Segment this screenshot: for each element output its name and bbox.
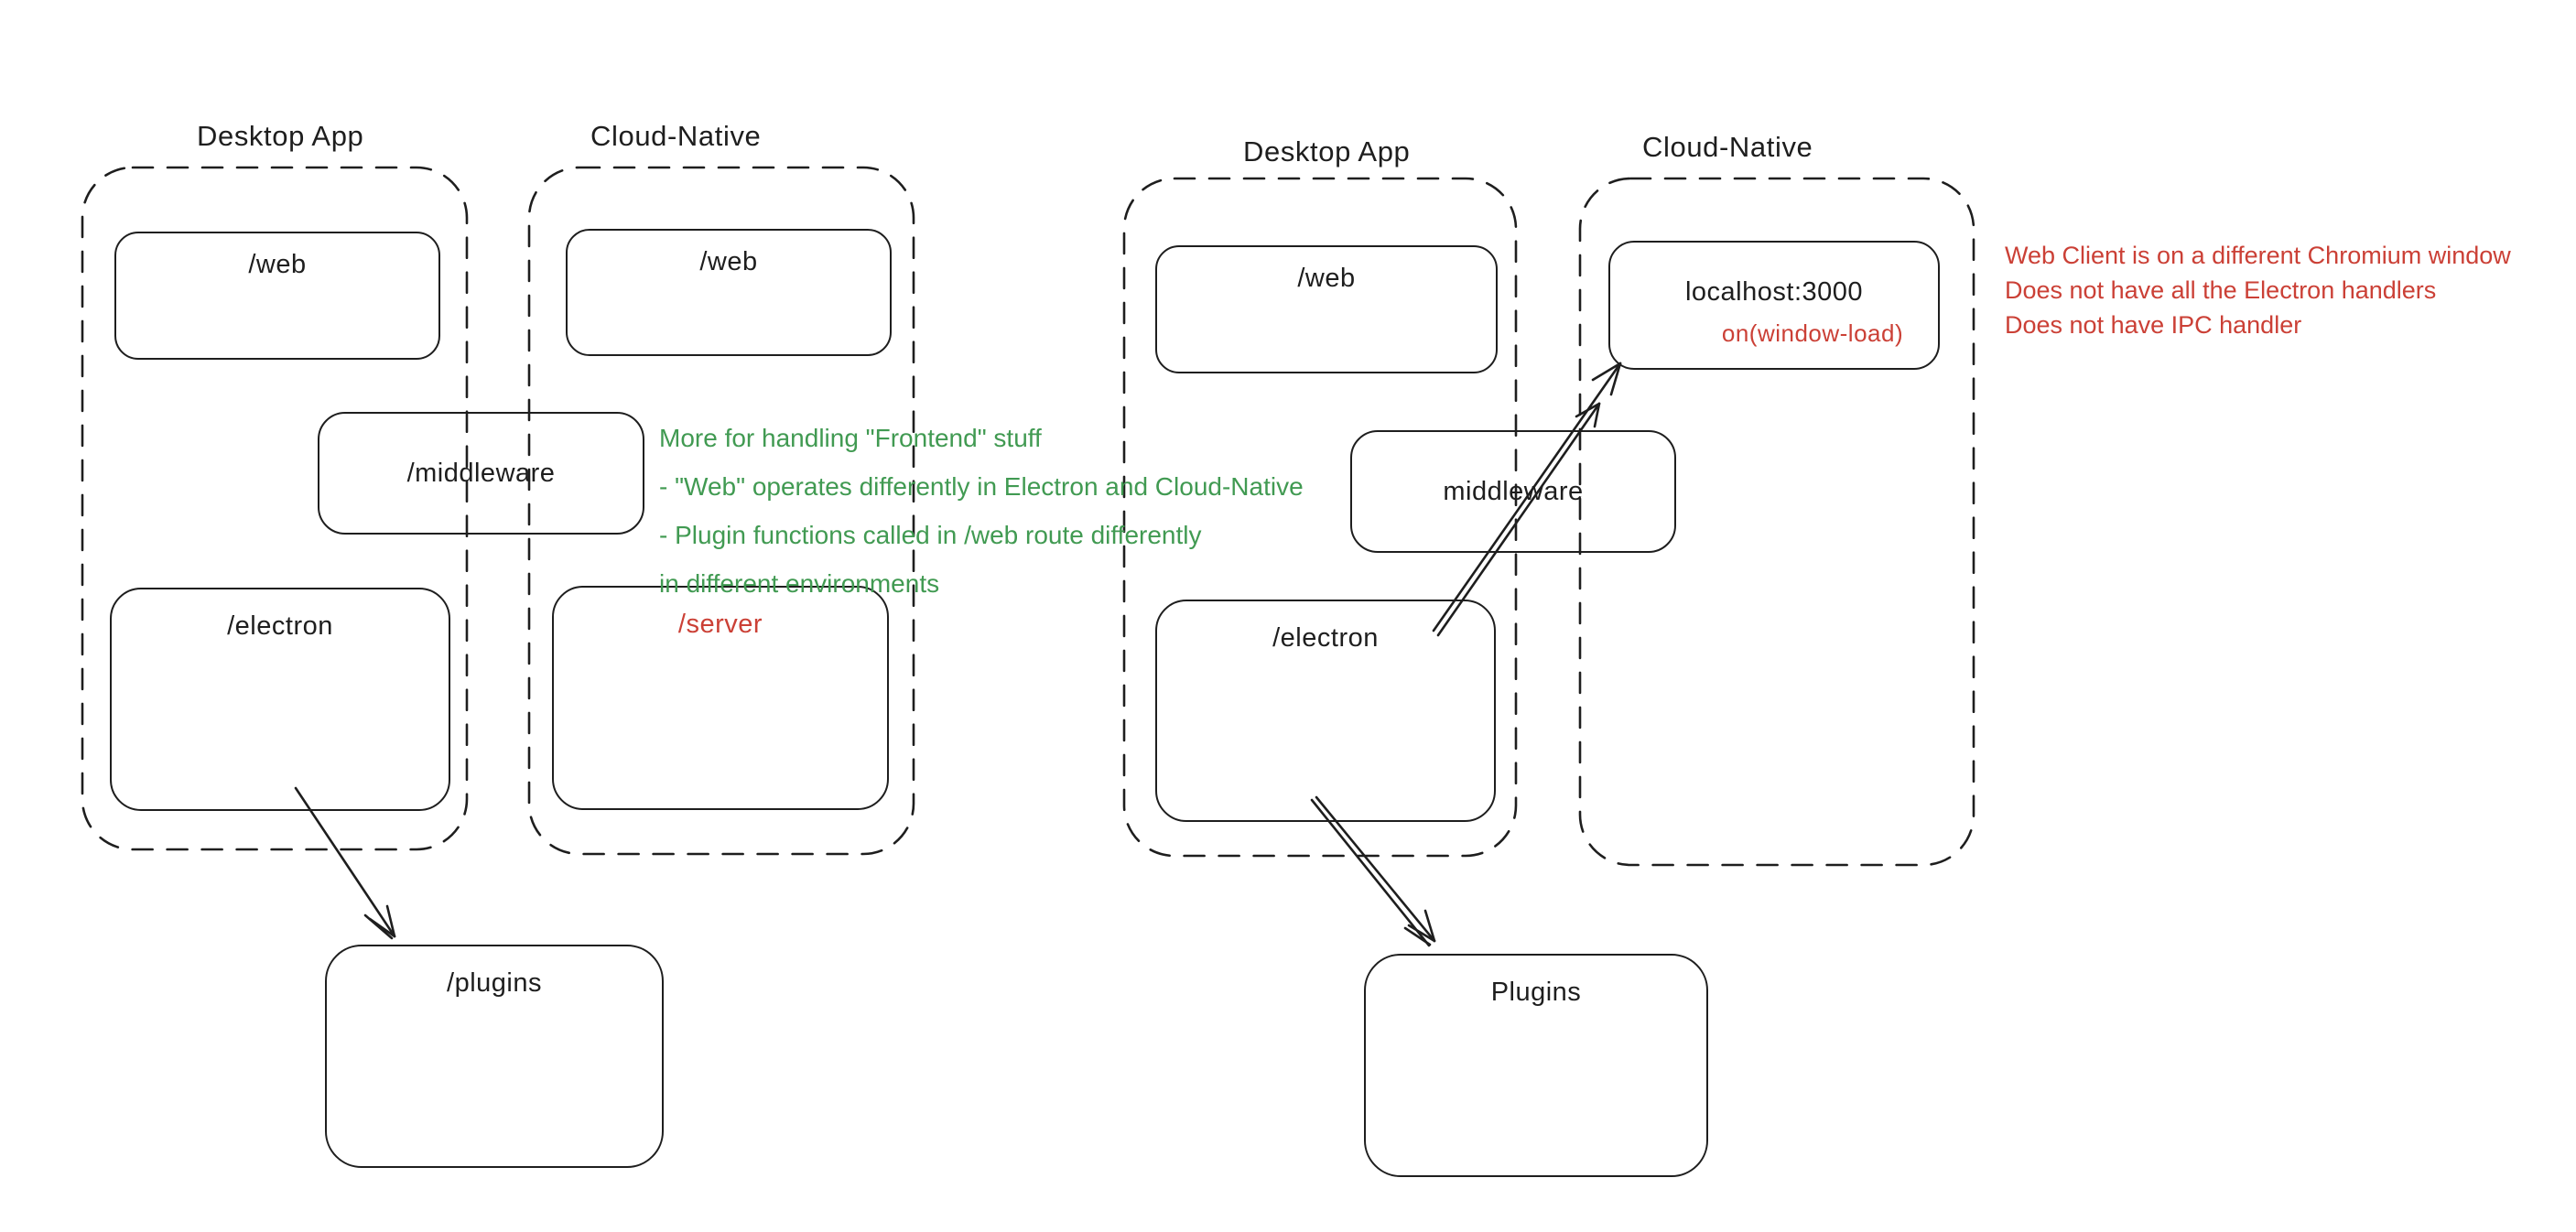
right-web-box: /web [1155,245,1498,373]
green-note: More for handling "Frontend" stuff - "We… [659,414,1304,608]
right-localhost-box: localhost:3000 on(window-load) [1608,241,1940,370]
right-plugins-box: Plugins [1364,954,1708,1177]
right-cloud-label: Cloud-Native [1642,131,1813,163]
red-note-line: Web Client is on a different Chromium wi… [2005,242,2511,269]
green-note-line: More for handling "Frontend" stuff [659,424,1042,452]
green-note-line: - Plugin functions called in /web route … [659,521,1202,549]
left-middleware-label: /middleware [406,458,556,488]
red-note-line: Does not have all the Electron handlers [2005,276,2437,304]
right-desktop-label: Desktop App [1243,135,1411,168]
left-server-label: /server [677,610,763,639]
left-cloud-container [527,166,915,856]
left-desktop-container [81,166,469,851]
left-plugins-label: /plugins [447,968,542,998]
green-note-line: - "Web" operates differently in Electron… [659,472,1304,501]
right-window-load-label: on(window-load) [1721,319,1904,347]
left-web-cloud-box: /web [566,229,892,356]
left-middleware-box: /middleware [318,412,644,535]
left-web-desktop-box: /web [114,232,440,360]
left-electron-label: /electron [227,611,333,641]
right-middleware-box: middleware [1350,430,1676,553]
left-cloud-label: Cloud-Native [590,120,762,152]
left-web-desktop-label: /web [248,250,307,279]
red-note: Web Client is on a different Chromium wi… [2005,238,2511,342]
left-electron-box: /electron [110,588,450,811]
red-note-line: Does not have IPC handler [2005,311,2302,339]
right-web-label: /web [1297,264,1356,293]
green-note-line: in different environments [659,569,940,598]
right-cloud-container [1578,177,1975,867]
right-localhost-label: localhost:3000 [1684,276,1864,307]
left-desktop-label: Desktop App [197,120,364,152]
right-middleware-label: middleware [1443,476,1584,506]
right-desktop-container [1122,177,1518,858]
left-server-box: /server [552,586,889,810]
left-plugins-box: /plugins [325,945,664,1168]
right-plugins-label: Plugins [1490,978,1582,1007]
left-web-cloud-label: /web [699,247,758,276]
right-electron-label: /electron [1272,623,1379,653]
right-electron-box: /electron [1155,600,1496,822]
